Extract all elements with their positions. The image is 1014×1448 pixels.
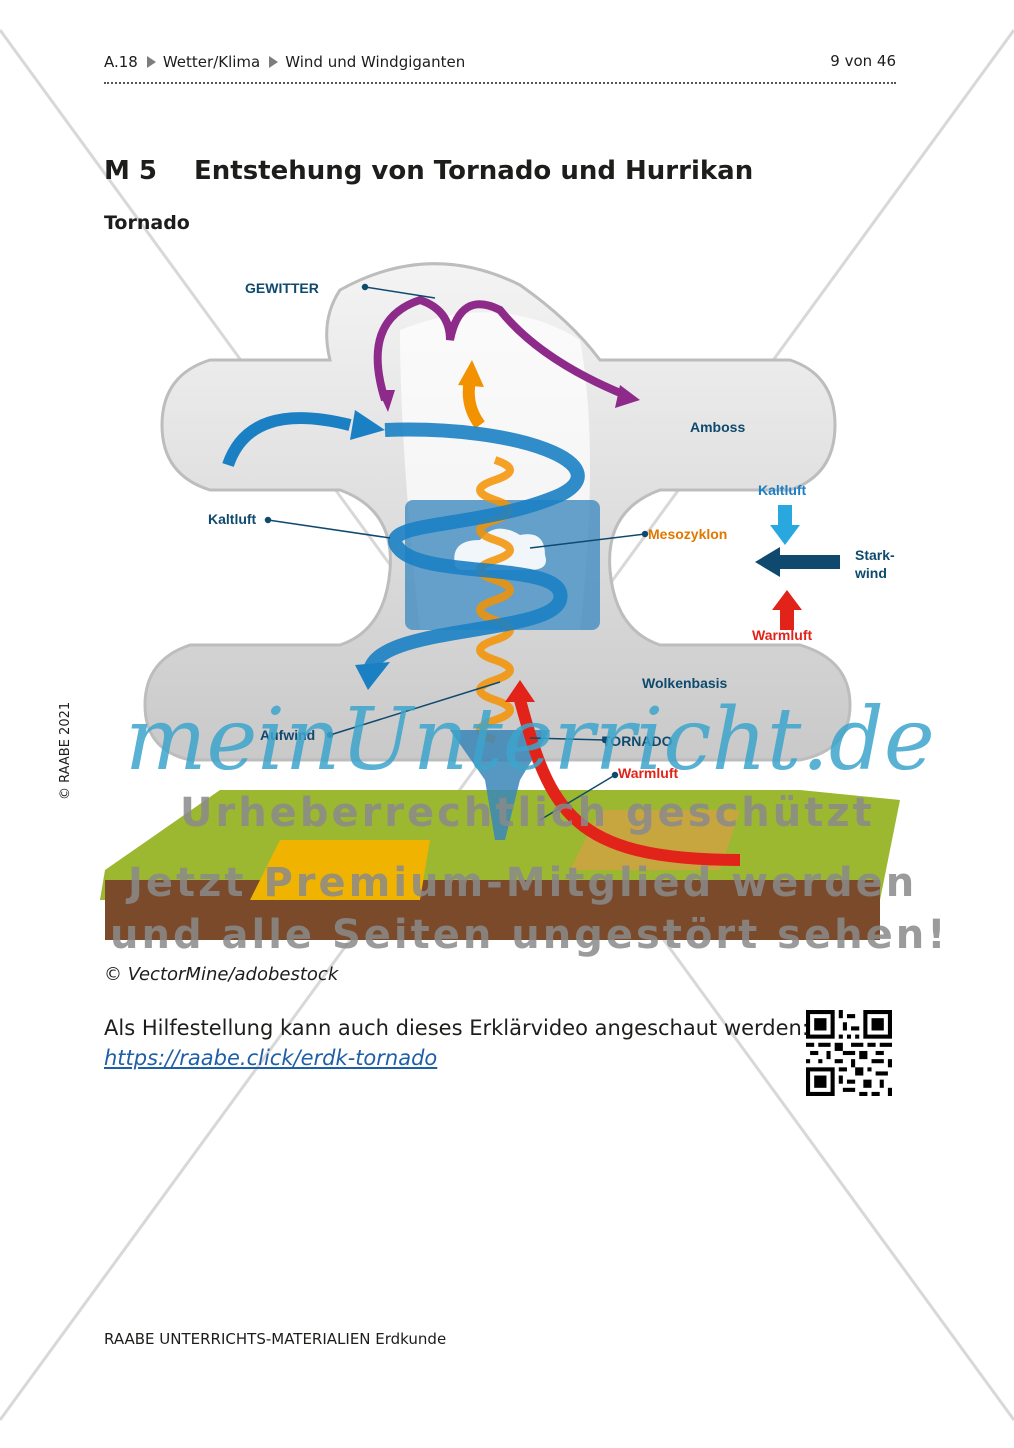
material-number: M 5	[104, 156, 158, 186]
label-mesozyklon: Mesozyklon	[648, 526, 727, 542]
mesocyclone-cloud-icon	[454, 528, 546, 570]
side-copyright: © RAABE 2021	[58, 701, 73, 800]
watermark-line-3: und alle Seiten ungestört sehen!	[110, 912, 949, 958]
page-footer: RAABE UNTERRICHTS-MATERIALIEN Erdkunde	[104, 1330, 447, 1348]
tornado-diagram: GEWITTER Amboss Kaltluft Kaltluft Mesozy…	[100, 262, 900, 940]
warm-air-arrow	[514, 698, 741, 866]
ground-field	[100, 790, 900, 940]
label-aufwind: Aufwind	[260, 727, 315, 743]
watermark-script: meinUnterricht.de	[125, 690, 935, 790]
qr-code[interactable]	[806, 1010, 892, 1096]
breadcrumb-unit: A.18	[104, 52, 138, 71]
label-warmluft-bottom: Warmluft	[618, 765, 678, 781]
help-text: Als Hilfestellung kann auch dieses Erklä…	[104, 1016, 809, 1040]
triangle-right-icon	[269, 55, 279, 68]
label-gewitter: GEWITTER	[245, 280, 319, 296]
cold-air-spiral	[363, 422, 585, 673]
page-title: M 5 Entstehung von Tornado und Hurrikan	[104, 156, 753, 186]
strong-wind-arrow	[755, 547, 780, 577]
label-amboss: Amboss	[690, 419, 745, 435]
page-header: A.18 Wetter/Klima Wind und Windgiganten 9 …	[104, 52, 896, 74]
title-text: Entstehung von Tornado und Hurrikan	[194, 156, 754, 186]
label-warmluft-right: Warmluft	[752, 627, 812, 643]
section-subtitle: Tornado	[104, 212, 190, 234]
label-kaltluft-right: Kaltluft	[758, 482, 807, 498]
label-tornado: TORNADO	[602, 733, 673, 749]
video-link[interactable]: https://raabe.click/erdk-tornado	[104, 1046, 438, 1070]
warm-air-up-arrow	[772, 590, 802, 610]
label-wolkenbasis: Wolkenbasis	[642, 675, 728, 691]
tornado-funnel	[450, 730, 550, 840]
storm-circulation-arrow	[373, 295, 627, 402]
breadcrumb-topic: Wetter/Klima	[162, 52, 261, 71]
image-credit: © VectorMine/adobestock	[104, 964, 339, 985]
page-number: 9 von 46	[830, 52, 896, 70]
breadcrumb-chapter: Wind und Windgiganten	[285, 52, 466, 71]
label-kaltluft-left: Kaltluft	[208, 511, 257, 527]
watermark-line-2: Jetzt Premium-Mitglied werden	[128, 860, 918, 906]
cold-air-down-arrow	[770, 525, 800, 545]
label-starkwind-2: wind	[854, 565, 887, 581]
label-starkwind-1: Stark-	[855, 547, 895, 563]
header-divider	[104, 82, 896, 84]
triangle-right-icon	[146, 55, 156, 68]
watermark-line-1: Urheberrechtlich geschützt	[180, 790, 875, 836]
